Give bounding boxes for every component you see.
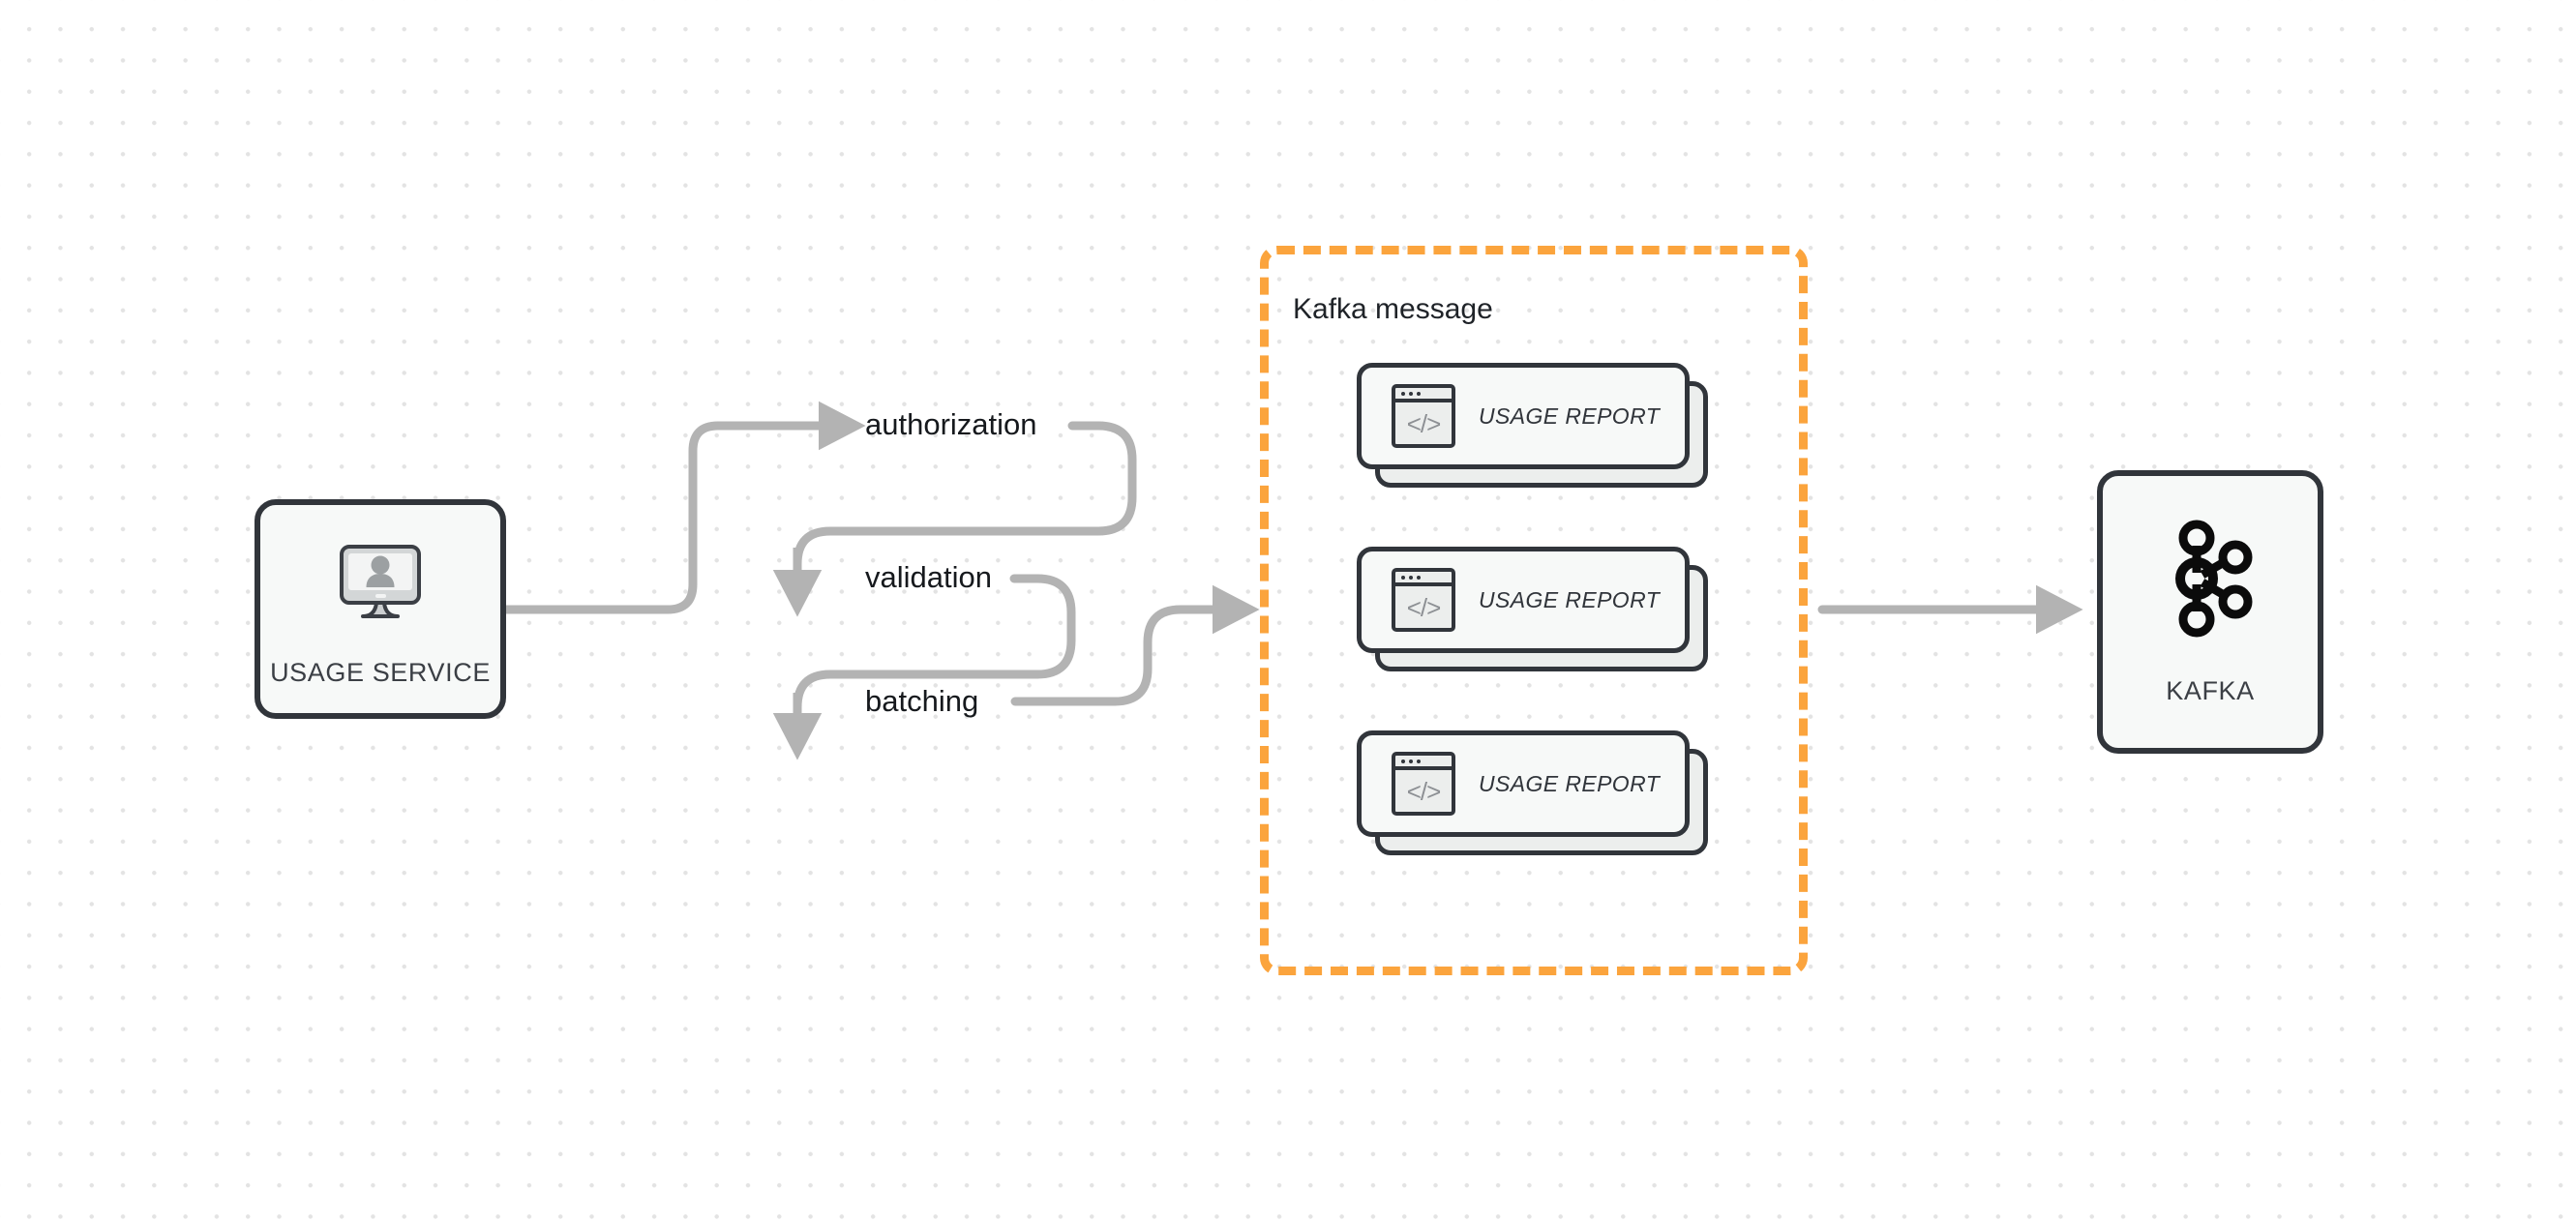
usage-report-card-label: USAGE REPORT bbox=[1479, 770, 1661, 796]
node-usage-service-label: USAGE SERVICE bbox=[270, 657, 491, 687]
window-dot bbox=[1401, 759, 1405, 763]
node-kafka-label: KAFKA bbox=[2166, 675, 2255, 705]
card-front-sheet: </> USAGE REPORT bbox=[1357, 363, 1690, 469]
kafka-message-group bbox=[1260, 246, 1808, 975]
code-window-titlebar bbox=[1395, 572, 1452, 586]
connector-authorization-to-validation-path bbox=[772, 421, 1137, 617]
usage-report-card-label: USAGE REPORT bbox=[1479, 586, 1661, 612]
usage-report-card-label: USAGE REPORT bbox=[1479, 402, 1661, 429]
usage-report-card[interactable]: </> USAGE REPORT bbox=[1357, 730, 1708, 855]
window-dot bbox=[1401, 391, 1405, 396]
code-glyph: </> bbox=[1406, 777, 1442, 806]
usage-report-card[interactable]: </> USAGE REPORT bbox=[1357, 547, 1708, 671]
code-glyph: </> bbox=[1406, 593, 1442, 622]
connector-batching-to-kafka-message bbox=[1010, 584, 1260, 706]
code-window-icon: </> bbox=[1392, 568, 1455, 632]
step-label-authorization: authorization bbox=[865, 407, 1037, 441]
step-label-batching: batching bbox=[865, 684, 979, 718]
code-window-titlebar bbox=[1395, 756, 1452, 770]
node-usage-service[interactable]: USAGE SERVICE bbox=[255, 499, 506, 719]
window-dot bbox=[1417, 575, 1421, 580]
code-window-icon: </> bbox=[1392, 384, 1455, 448]
node-kafka[interactable]: KAFKA bbox=[2097, 470, 2323, 754]
window-dot bbox=[1409, 759, 1413, 763]
card-front-sheet: </> USAGE REPORT bbox=[1357, 547, 1690, 653]
connector-usage-service-to-authorization bbox=[501, 401, 866, 614]
window-dot bbox=[1401, 575, 1405, 580]
window-dot bbox=[1417, 759, 1421, 763]
connector-authorization-to-validation bbox=[794, 426, 1129, 579]
code-window-icon: </> bbox=[1392, 752, 1455, 816]
code-window-titlebar bbox=[1395, 388, 1452, 402]
card-front-sheet: </> USAGE REPORT bbox=[1357, 730, 1690, 837]
window-dot bbox=[1409, 575, 1413, 580]
window-dot bbox=[1417, 391, 1421, 396]
window-dot bbox=[1409, 391, 1413, 396]
step-label-validation: validation bbox=[865, 560, 992, 594]
kafka-message-group-title: Kafka message bbox=[1293, 293, 1493, 325]
monitor-user-icon bbox=[330, 531, 431, 637]
kafka-logo-icon bbox=[2160, 519, 2261, 643]
usage-report-card[interactable]: </> USAGE REPORT bbox=[1357, 363, 1708, 488]
code-glyph: </> bbox=[1406, 409, 1442, 438]
